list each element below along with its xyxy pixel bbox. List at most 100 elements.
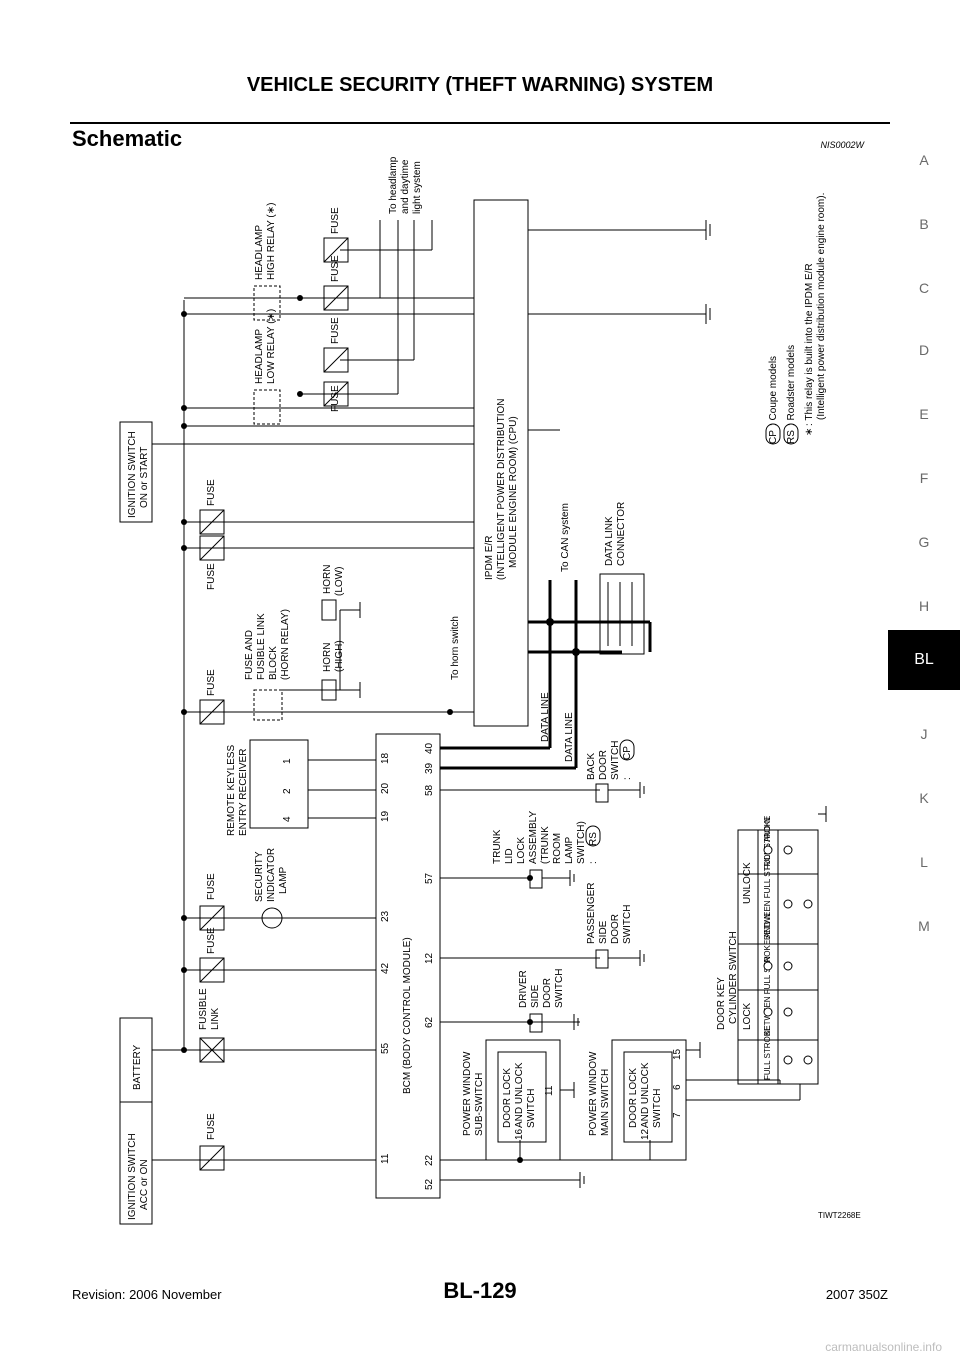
bcm-box bbox=[375, 733, 441, 1199]
fuse-label-ipdm-1: FUSE bbox=[206, 563, 217, 590]
to-headlamp-label-3: light system bbox=[412, 161, 423, 214]
nav-tab-k[interactable]: K bbox=[919, 790, 929, 806]
security-lamp-label-3: LAMP bbox=[278, 866, 289, 894]
legend-star: ∗ bbox=[804, 428, 815, 436]
battery-box bbox=[119, 1017, 153, 1103]
security-lamp-label: SECURITY bbox=[254, 851, 265, 902]
trunk-label-2: LID bbox=[504, 848, 515, 864]
bcm-pin-39: 39 bbox=[424, 762, 435, 774]
to-headlamp-label-2: and daytime bbox=[400, 159, 411, 214]
back-door-label-2: DOOR bbox=[598, 750, 609, 780]
nav-tab-a[interactable]: A bbox=[919, 152, 929, 168]
section-ref-code: NIS0002W bbox=[820, 140, 864, 150]
fuse-label-horn: FUSE bbox=[206, 669, 217, 696]
pw-sub-sw-label-2: AND UNLOCK bbox=[514, 1062, 525, 1128]
pw-sub-pin-16: 16 bbox=[514, 1128, 525, 1140]
bcm-pin-62: 62 bbox=[424, 1016, 435, 1028]
ipdm-box bbox=[473, 199, 529, 727]
nav-tab-g[interactable]: G bbox=[918, 534, 930, 550]
key-cyl-label: DOOR KEY bbox=[716, 977, 727, 1030]
bcm-pin-22: 22 bbox=[424, 1154, 435, 1166]
trunk-rs-colon: : bbox=[588, 861, 599, 864]
key-cyl-col-1: FULL STROKE bbox=[763, 1026, 772, 1080]
ign-acc-label-2: ACC or ON bbox=[139, 1159, 150, 1210]
nav-tab-f[interactable]: F bbox=[919, 470, 929, 486]
back-door-switch-box bbox=[595, 783, 609, 803]
horn-relay-label-4: (HORN RELAY) bbox=[280, 609, 291, 680]
key-cyl-label-2: CYLINDER SWITCH bbox=[728, 931, 739, 1024]
pw-main-label-2: MAIN SWITCH bbox=[600, 1069, 611, 1136]
hl-high-relay-label: HEADLAMP bbox=[254, 225, 265, 280]
nav-tab-b[interactable]: B bbox=[919, 216, 929, 232]
driver-door-label-3: DOOR bbox=[542, 978, 553, 1008]
pw-main-pin-7: 7 bbox=[672, 1112, 683, 1118]
security-lamp-label-2: INDICATOR bbox=[266, 848, 277, 902]
trunk-label-3: LOCK bbox=[516, 836, 527, 864]
bcm-label: BCM (BODY CONTROL MODULE) bbox=[402, 937, 413, 1094]
pw-sub-sw-label-3: SWITCH bbox=[526, 1089, 537, 1128]
ign-acc-label: IGNITION SWITCH bbox=[127, 1133, 138, 1220]
legend-rs-text: : Roadster models bbox=[786, 345, 797, 426]
hl-low-relay-label-2: LOW RELAY (∗) bbox=[266, 309, 277, 384]
key-cyl-col-2: BETWEEN FULL STROKE AND N bbox=[763, 913, 772, 1036]
nav-tab-bl[interactable]: BL bbox=[888, 630, 960, 690]
bcm-pin-20: 20 bbox=[380, 782, 391, 794]
fuse-label-acc: FUSE bbox=[206, 1113, 217, 1140]
lamp-icon bbox=[261, 907, 283, 929]
hl-high-relay-label-2: HIGH RELAY (∗) bbox=[266, 203, 277, 280]
nav-tab-l[interactable]: L bbox=[920, 854, 928, 870]
pw-main-pin-15: 15 bbox=[672, 1048, 683, 1060]
bcm-pin-55: 55 bbox=[380, 1042, 391, 1054]
driver-door-label-2: SIDE bbox=[530, 984, 541, 1008]
trunk-label-6: ROOM bbox=[552, 833, 563, 864]
nav-tab-j[interactable]: J bbox=[920, 726, 928, 742]
nav-tab-e[interactable]: E bbox=[919, 406, 929, 422]
keyless-label-2: ENTRY RECEIVER bbox=[238, 749, 249, 836]
back-door-cp-badge: CP bbox=[622, 746, 633, 760]
driver-door-label: DRIVER bbox=[518, 970, 529, 1008]
nav-tab-d[interactable]: D bbox=[918, 342, 930, 358]
nav-tab-m[interactable]: M bbox=[918, 918, 930, 934]
ign-start-label: IGNITION SWITCH bbox=[127, 431, 138, 518]
fuse-label-23: FUSE bbox=[206, 873, 217, 900]
bcm-pin-52: 52 bbox=[424, 1178, 435, 1190]
ipdm-label-2: (INTELLIGENT POWER DISTRIBUTION bbox=[496, 399, 507, 581]
trunk-label-8: SWITCH) bbox=[576, 821, 587, 864]
pw-main-pin-6: 6 bbox=[672, 1084, 683, 1090]
trunk-label-5: (TRUNK bbox=[540, 826, 551, 864]
trunk-rs-badge: RS bbox=[588, 832, 599, 846]
pw-main-sw-label-2: AND UNLOCK bbox=[640, 1062, 651, 1128]
passenger-door-label-4: SWITCH bbox=[622, 905, 633, 944]
keyless-pin-1: 1 bbox=[282, 758, 293, 764]
watermark: carmanualsonline.info bbox=[825, 1340, 942, 1354]
nav-tab-c[interactable]: C bbox=[918, 280, 930, 296]
hl-high-relay-box bbox=[253, 285, 281, 321]
battery-label: BATTERY bbox=[132, 1044, 143, 1090]
legend-cp-badge: CP bbox=[768, 430, 779, 444]
page-number: BL-129 bbox=[443, 1278, 517, 1303]
fuse-label-hl-4: FUSE bbox=[330, 207, 341, 234]
passenger-door-label-2: SIDE bbox=[598, 920, 609, 944]
pw-main-sw-label: DOOR LOCK bbox=[628, 1068, 639, 1128]
legend-cp-text: : Coupe models bbox=[768, 356, 779, 426]
header-rule bbox=[70, 122, 890, 124]
pw-sub-sw-label: DOOR LOCK bbox=[502, 1068, 513, 1128]
hl-low-relay-label: HEADLAMP bbox=[254, 329, 265, 384]
horn-low-icon bbox=[321, 599, 337, 621]
data-link-label-2: CONNECTOR bbox=[616, 502, 627, 566]
trunk-label-4: ASSEMBLY bbox=[528, 811, 539, 864]
back-door-label: BACK bbox=[586, 752, 597, 780]
footer-revision: Revision: 2006 November bbox=[72, 1287, 222, 1302]
figure-id: TIWT2268E bbox=[818, 1211, 861, 1220]
key-cyl-lock-hdr: LOCK bbox=[742, 1002, 753, 1030]
nav-tab-h[interactable]: H bbox=[918, 598, 930, 614]
horn-relay-box bbox=[253, 689, 283, 721]
data-line-label-2: DATA LINE bbox=[564, 712, 575, 762]
to-horn-switch-label: To horn switch bbox=[450, 616, 461, 680]
bcm-pin-12: 12 bbox=[424, 952, 435, 964]
fusible-link-label: FUSIBLE bbox=[198, 988, 209, 1030]
key-cyl-col-5: FULL STROKE bbox=[763, 816, 772, 870]
pw-sub-pin-11: 11 bbox=[544, 1085, 555, 1096]
horn-high-label: HORN bbox=[322, 643, 333, 672]
passenger-door-label-3: DOOR bbox=[610, 914, 621, 944]
